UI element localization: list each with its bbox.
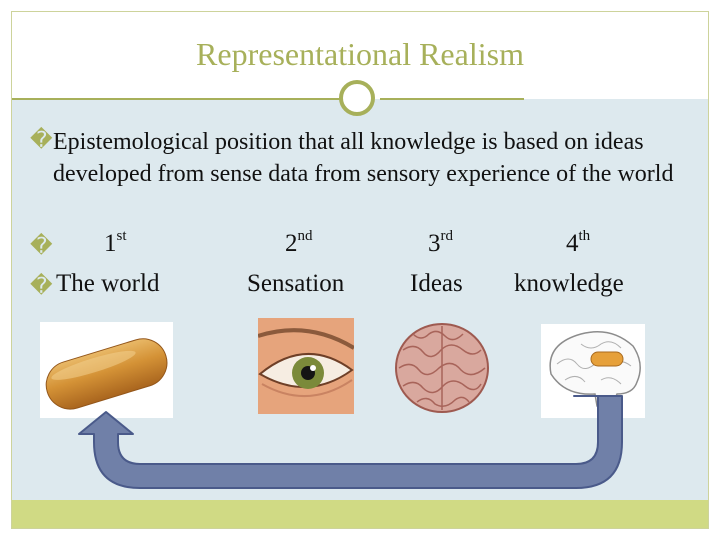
ordinal-suffix: st <box>116 228 127 244</box>
label-the-world: The world <box>56 270 160 297</box>
ordinal-3: 3rd <box>428 228 454 258</box>
brain-image <box>393 320 491 416</box>
ordinal-number: 1 <box>104 230 117 257</box>
definition-text: Epistemological position that all knowle… <box>53 129 674 187</box>
twinkie-cake-image <box>40 322 173 418</box>
title-divider-left <box>12 98 340 100</box>
ordinal-number: 3 <box>428 230 441 257</box>
ordinal-4: 4th <box>566 228 591 258</box>
slide-title: Representational Realism <box>196 36 524 72</box>
label-ideas: Ideas <box>410 270 463 297</box>
label-sensation: Sensation <box>247 270 345 297</box>
eye-image <box>258 318 354 414</box>
label-knowledge: knowledge <box>514 270 624 297</box>
slide-frame <box>11 11 709 529</box>
ordinal-number: 2 <box>285 230 298 257</box>
bullet-icon: � <box>30 274 53 299</box>
ordinal-suffix: th <box>578 228 591 244</box>
ordinal-1: 1st <box>104 228 127 258</box>
definition-paragraph: Epistemological position that all knowle… <box>53 126 693 190</box>
ordinal-2: 2nd <box>285 228 313 258</box>
bullet-icon: � <box>30 128 53 153</box>
divider-ring-ornament <box>339 80 375 116</box>
ordinal-suffix: nd <box>297 228 313 244</box>
brain-with-twinkie-image <box>541 324 645 418</box>
bullet-icon: � <box>30 234 53 259</box>
title-divider-right <box>380 98 524 100</box>
footer-bar <box>12 500 708 528</box>
ordinal-suffix: rd <box>440 228 454 244</box>
ordinal-number: 4 <box>566 230 579 257</box>
